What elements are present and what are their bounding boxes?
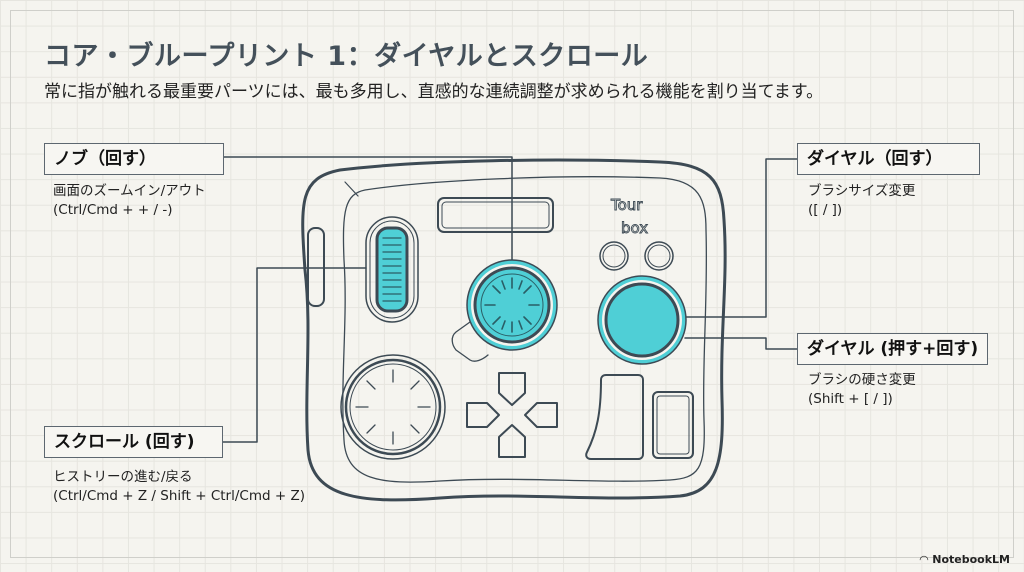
scroll-desc-line2: (Ctrl/Cmd + Z / Shift + Ctrl/Cmd + Z) (53, 488, 305, 504)
small-button-right (644, 241, 674, 271)
dial-press-desc-line1: ブラシの硬さ変更 (808, 372, 916, 388)
tall-button (585, 374, 644, 460)
side-button (307, 227, 325, 307)
dial-rotate-desc-line2: ([ / ]) (808, 202, 843, 218)
scroll-housing (365, 216, 419, 323)
dial-rotate-desc-line1: ブラシサイズ変更 (808, 183, 916, 199)
dial-press-label: ダイヤル (押す+回す) (797, 333, 989, 365)
small-button-left (599, 241, 629, 271)
knob-label: ノブ（回す） (44, 143, 224, 175)
tour-wheel (340, 354, 446, 460)
device-body-outline (301, 158, 727, 502)
knob-tab (451, 321, 489, 362)
dial-rotate-label: ダイヤル（回す） (797, 143, 980, 175)
notebooklm-watermark: ◠ NotebookLM (920, 553, 1010, 566)
logo-line-1: Tour (610, 196, 643, 214)
page-subtitle: 常に指が触れる最重要パーツには、最も多用し、直感的な連続調整が求められる機能を割… (44, 82, 824, 102)
side-rect-button (652, 391, 694, 459)
scroll-label: スクロール (回す) (44, 426, 223, 458)
knob-connector-line (222, 156, 513, 263)
knob-ticks (484, 277, 540, 333)
tourbox-logo: Tour box (610, 196, 649, 238)
slide-frame (10, 10, 1014, 558)
notebooklm-logo-icon: ◠ (919, 553, 929, 566)
scroll-wheel (375, 226, 409, 313)
dial-press-desc: ブラシの硬さ変更 (Shift + [ / ]) (808, 371, 916, 409)
page-title: コア・ブループリント 1：ダイヤルとスクロール (44, 41, 649, 72)
device-corner-seam (344, 181, 359, 197)
top-button (437, 197, 554, 233)
knob-desc-line1: 画面のズームイン/アウト (53, 183, 206, 199)
knob-desc-line2: (Ctrl/Cmd + + / -) (53, 202, 173, 218)
dial (604, 282, 680, 358)
dial-press-desc-line2: (Shift + [ / ]) (808, 391, 893, 407)
dial-rotate-desc: ブラシサイズ変更 ([ / ]) (808, 182, 915, 220)
logo-line-2: box (621, 219, 648, 237)
dial-press-connector-line (684, 337, 798, 350)
dial-rotate-connector-line (684, 158, 798, 318)
scroll-connector-line (221, 267, 367, 443)
tour-wheel-ticks (355, 369, 431, 445)
scroll-desc-line1: ヒストリーの進む/戻る (53, 469, 193, 485)
footer-brand: NotebookLM (932, 553, 1010, 566)
scroll-desc: ヒストリーの進む/戻る (Ctrl/Cmd + Z / Shift + Ctrl… (53, 468, 305, 506)
knob-desc: 画面のズームイン/アウト (Ctrl/Cmd + + / -) (53, 182, 206, 220)
device-body-inner (342, 176, 708, 483)
d-pad (466, 372, 558, 458)
